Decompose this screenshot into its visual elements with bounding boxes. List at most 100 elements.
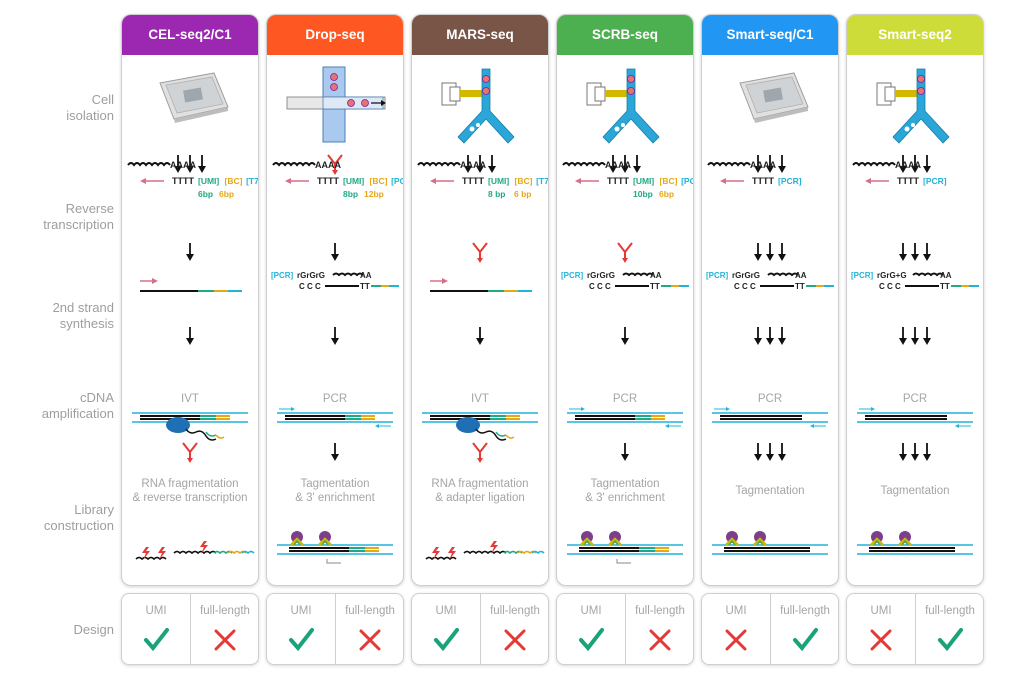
step-arrow <box>198 155 206 173</box>
pcr-handle: [PCR] <box>271 271 294 280</box>
cross-icon <box>504 629 526 651</box>
barcode-tag: [T7] <box>536 176 548 186</box>
bead-capture-icon <box>327 154 343 175</box>
rna-polymerase <box>166 417 190 433</box>
transposase-icon <box>899 531 911 543</box>
poly-t-label: TTTT <box>607 176 629 186</box>
lightning-icon <box>432 547 440 560</box>
tagmented-library <box>277 531 393 564</box>
tag-length: 6bp <box>659 189 674 199</box>
check-icon <box>938 628 963 652</box>
tt-label: TT <box>940 282 950 291</box>
step-arrow <box>899 155 907 173</box>
mrna-wave <box>707 162 751 167</box>
row-label-library-construction: Library construction <box>43 502 114 533</box>
step-arrow <box>174 155 182 173</box>
design-full-length: full-length <box>480 594 549 664</box>
tt-label: TT <box>650 282 660 291</box>
tagmented-library <box>712 531 828 555</box>
cross-icon <box>649 629 671 651</box>
cdna-double-strand <box>422 412 538 441</box>
aa-label: AA <box>795 271 807 280</box>
lightning-icon <box>200 541 208 554</box>
lightning-icon <box>448 547 456 560</box>
microfluidic-y-device-icon <box>876 68 950 144</box>
barcode-tag: [BC] <box>660 176 678 186</box>
design-full-length: full-length <box>770 594 839 664</box>
tag-length: 6 bp <box>514 189 531 199</box>
mrna-wave <box>127 162 171 167</box>
poly-t-label: TTTT <box>752 176 774 186</box>
step-arrow <box>754 155 762 173</box>
step-arrow <box>621 155 629 173</box>
step-arrow <box>186 243 194 261</box>
step-arrow <box>911 443 919 461</box>
barcode-tag: [T7] <box>246 176 258 186</box>
poly-t-label: TTTT <box>462 176 484 186</box>
step-arrow <box>923 327 931 345</box>
bead-capture-icon <box>472 242 488 263</box>
protocol-column-scrb-seq: SCRB-seqAAAATTTT[UMI][BC][PCR]10bp6bp[PC… <box>556 14 694 586</box>
step-arrow <box>331 327 339 345</box>
barcode-tag: [UMI] <box>488 176 509 186</box>
c1-chip-icon <box>739 72 809 123</box>
barcode-tag: [UMI] <box>198 176 219 186</box>
mrna-wave <box>332 272 364 277</box>
library-method: Tagmentation <box>880 485 950 497</box>
rna-polymerase <box>456 417 480 433</box>
rggg-label: rGrG+G <box>877 271 907 280</box>
step-arrow <box>754 243 762 261</box>
barcode-tag: [PCR] <box>778 176 802 186</box>
step-arrow <box>766 243 774 261</box>
poly-t-label: TTTT <box>897 176 919 186</box>
amplification-method: PCR <box>902 393 928 405</box>
amplification-method: IVT <box>471 393 489 405</box>
barcode-tag: [PCR] <box>681 176 693 186</box>
microfluidic-y-device-icon <box>586 68 660 144</box>
amplification-method: PCR <box>757 393 783 405</box>
transposase-icon <box>726 531 738 543</box>
microfluidic-y-device-icon <box>441 68 515 144</box>
mrna-wave <box>852 162 896 167</box>
cdna-double-strand <box>857 407 973 428</box>
transposase-icon <box>291 531 303 543</box>
protocol-diagram: AAAATTTT[UMI][BC][PCR]10bp6bp[PCR]rGrGrG… <box>561 68 693 564</box>
transposase-icon <box>754 531 766 543</box>
step-arrow <box>754 327 762 345</box>
c1-chip-icon <box>159 72 229 123</box>
row-label-cdna-amplification: cDNA amplification <box>41 390 114 421</box>
step-arrow <box>754 443 762 461</box>
step-arrow <box>331 243 339 261</box>
tag-length: 6bp <box>219 189 234 199</box>
tag-length: 10bp <box>633 189 653 199</box>
droplet-channel-icon <box>286 66 386 143</box>
protocol-column-drop-seq: Drop-seqAAAATTTT[UMI][BC][PCR]8bp12bp[PC… <box>266 14 404 586</box>
cdna-double-strand <box>567 407 683 428</box>
rna-transcript <box>475 428 507 441</box>
step-arrow <box>923 443 931 461</box>
step-arrow <box>778 155 786 173</box>
library-method: RNA fragmentation& reverse transcription <box>132 478 248 504</box>
step-arrow <box>766 155 774 173</box>
rggg-label: rGrGrG <box>297 271 325 280</box>
barcode-tag: [UMI] <box>633 176 654 186</box>
poly-a-label: AAAA <box>460 160 486 170</box>
transposase-icon <box>581 531 593 543</box>
aa-label: AA <box>940 271 952 280</box>
protocol-title: Smart-seq/C1 <box>702 15 838 55</box>
lightning-icon <box>490 541 498 554</box>
step-arrow <box>331 443 339 461</box>
enrichment-arrow <box>326 559 341 564</box>
cross-icon <box>870 629 892 651</box>
